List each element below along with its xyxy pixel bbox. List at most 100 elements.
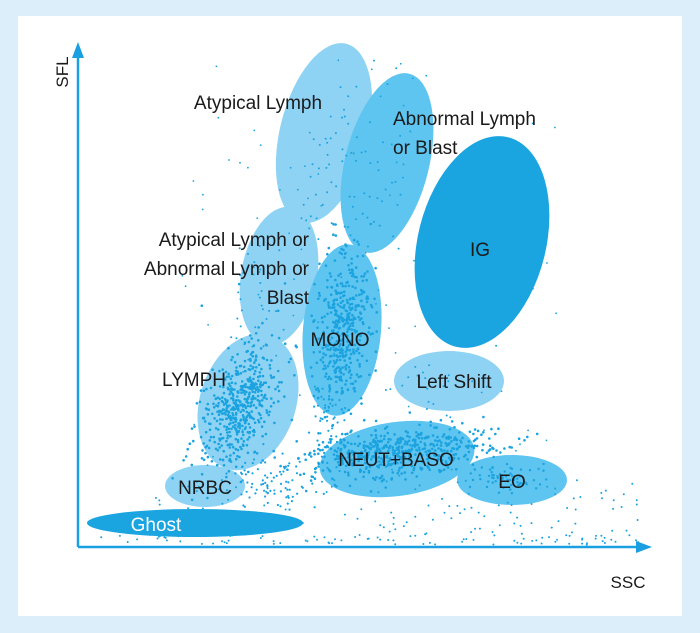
cell-dot bbox=[344, 322, 347, 326]
cell-dot bbox=[265, 397, 268, 401]
cell-dot bbox=[343, 225, 346, 228]
cell-dot bbox=[407, 405, 410, 408]
cell-dot bbox=[614, 540, 617, 543]
cell-dot bbox=[291, 495, 294, 498]
cell-dot bbox=[366, 245, 369, 248]
cell-dot bbox=[495, 449, 498, 452]
cell-dot bbox=[335, 435, 338, 438]
cell-dot bbox=[331, 542, 333, 545]
cell-dot bbox=[283, 342, 287, 346]
cell-dot bbox=[395, 67, 398, 70]
cell-dot bbox=[353, 275, 356, 279]
cell-dot bbox=[260, 393, 264, 397]
cell-dot bbox=[498, 524, 501, 527]
cell-dot bbox=[424, 377, 427, 380]
cell-dot bbox=[325, 372, 328, 376]
cell-dot bbox=[514, 206, 517, 209]
cell-dot bbox=[267, 385, 271, 389]
cell-dot bbox=[479, 477, 482, 481]
cell-dot bbox=[333, 479, 336, 482]
cell-dot bbox=[263, 489, 266, 492]
cell-dot bbox=[246, 404, 250, 408]
cell-dot bbox=[257, 390, 260, 393]
cell-dot bbox=[234, 411, 238, 415]
cell-dot bbox=[245, 410, 249, 414]
cell-dot bbox=[322, 398, 325, 401]
cell-dot bbox=[515, 237, 518, 240]
cell-dot bbox=[321, 440, 325, 444]
cell-dot bbox=[426, 454, 430, 457]
cell-dot bbox=[265, 318, 268, 320]
cell-dot bbox=[433, 426, 436, 429]
cell-dot bbox=[231, 414, 235, 417]
cell-dot bbox=[348, 356, 352, 360]
cell-dot bbox=[192, 439, 195, 443]
cell-dot bbox=[266, 487, 269, 490]
cell-dot bbox=[335, 331, 339, 335]
cell-dot bbox=[241, 408, 244, 412]
cell-dot bbox=[251, 387, 255, 390]
cell-dot bbox=[342, 290, 346, 294]
cell-dot bbox=[340, 312, 343, 316]
cell-dot bbox=[336, 460, 340, 464]
cell-dot bbox=[230, 381, 234, 385]
cell-dot bbox=[226, 443, 230, 447]
cell-dot bbox=[437, 447, 440, 450]
cell-dot bbox=[390, 511, 393, 514]
cell-dot bbox=[334, 322, 338, 326]
cell-dot bbox=[331, 398, 334, 402]
cell-dot bbox=[309, 479, 313, 482]
cell-dot bbox=[509, 488, 512, 491]
cell-dot bbox=[309, 175, 312, 178]
cell-dot bbox=[379, 95, 382, 98]
cell-dot bbox=[348, 195, 351, 198]
cell-dot bbox=[355, 294, 358, 297]
cell-dot bbox=[426, 460, 430, 464]
cell-dot bbox=[425, 274, 428, 277]
cell-dot bbox=[241, 429, 244, 432]
cell-dot bbox=[346, 471, 350, 475]
cell-dot bbox=[339, 358, 342, 362]
cell-dot bbox=[329, 347, 333, 350]
cell-dot bbox=[395, 452, 399, 456]
cell-dot bbox=[377, 289, 380, 292]
cell-dot bbox=[554, 493, 557, 496]
cell-dot bbox=[335, 358, 339, 362]
cell-dot bbox=[579, 496, 582, 498]
cell-dot bbox=[227, 427, 231, 431]
cell-dot bbox=[278, 249, 281, 252]
cell-dot bbox=[229, 384, 232, 388]
cell-dot bbox=[218, 439, 222, 442]
cell-dot bbox=[272, 449, 276, 453]
cell-dot bbox=[397, 247, 400, 250]
cell-dot bbox=[335, 440, 338, 444]
cell-dot bbox=[496, 476, 499, 480]
cell-dot bbox=[520, 532, 523, 535]
cell-dot bbox=[449, 436, 453, 439]
cell-dot bbox=[154, 496, 157, 499]
cell-dot bbox=[540, 542, 543, 545]
cell-dot bbox=[316, 326, 319, 330]
cell-dot bbox=[487, 215, 489, 218]
cell-dot bbox=[365, 342, 368, 345]
cell-dot bbox=[351, 318, 355, 322]
cell-dot bbox=[199, 435, 203, 439]
cell-dot bbox=[204, 451, 207, 455]
cell-dot bbox=[342, 325, 345, 328]
cell-dot bbox=[420, 431, 423, 435]
cell-dot bbox=[340, 457, 343, 460]
cell-dot bbox=[270, 480, 273, 483]
cell-dot bbox=[207, 446, 211, 450]
cell-dot bbox=[472, 432, 475, 436]
cell-dot bbox=[353, 343, 357, 347]
cell-dot bbox=[388, 444, 392, 448]
cell-dot bbox=[245, 443, 249, 447]
cell-dot bbox=[349, 382, 353, 385]
cell-dot bbox=[309, 215, 312, 218]
cell-dot bbox=[459, 321, 462, 324]
cell-dot bbox=[465, 538, 468, 540]
cell-dot bbox=[209, 435, 213, 439]
cell-dot bbox=[471, 444, 475, 448]
cell-dot bbox=[374, 419, 378, 423]
cell-dot bbox=[341, 366, 344, 369]
